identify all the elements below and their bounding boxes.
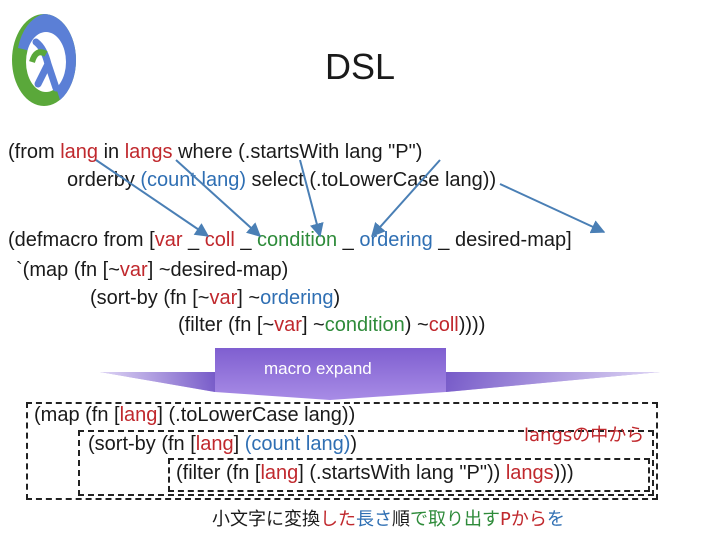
- expanded-line-3: (filter (fn [lang] (.startsWith lang "P"…: [176, 461, 574, 485]
- code-token: coll: [204, 229, 235, 251]
- expanded-line-2: (sort-by (fn [lang] (count lang)): [88, 432, 357, 456]
- code-token: lang: [195, 433, 234, 455]
- code-token: ) ~: [404, 314, 429, 336]
- code-token: `(map (fn [~: [16, 259, 120, 281]
- code-token: (defmacro from [: [8, 229, 155, 251]
- code-token: ] (.toLowerCase lang)): [157, 404, 356, 426]
- code-token: ): [350, 433, 358, 455]
- code-token: condition: [324, 314, 405, 336]
- code-token: ] ~: [237, 287, 261, 309]
- arrow-langs-to-coll: [175, 159, 262, 237]
- code-token: langs: [505, 462, 554, 484]
- code-token: (sort-by (fn [~: [90, 287, 210, 309]
- code-token: select: [246, 169, 310, 191]
- macro-line-4: (filter (fn [~var] ~condition) ~coll)))): [178, 313, 485, 337]
- code-token: ] ~desired-map): [147, 259, 289, 281]
- code-token: 長さ: [356, 509, 392, 530]
- code-token: )))): [458, 314, 486, 336]
- code-token: _ desired-map]: [432, 229, 572, 251]
- clojure-logo-icon: [12, 14, 77, 106]
- code-token: lang: [260, 462, 299, 484]
- code-token: _: [234, 229, 258, 251]
- macro-line-3: (sort-by (fn [~var] ~ordering): [90, 286, 340, 310]
- code-token: _: [337, 229, 360, 251]
- code-token: in: [98, 141, 125, 163]
- expanded-middle-box: [78, 430, 654, 496]
- macro-line-1: (defmacro from [var _ coll _ condition _…: [8, 228, 572, 252]
- code-token: ] (.startsWith lang "P")): [298, 462, 506, 484]
- code-token: (.toLowerCase lang)): [309, 169, 497, 191]
- code-token: Pから: [500, 509, 547, 530]
- code-token: (count lang): [140, 169, 246, 191]
- code-token: ))): [553, 462, 574, 484]
- arrow-select-to-desired: [499, 183, 606, 234]
- code-token: 小文字に変換: [212, 509, 320, 530]
- code-token: ): [333, 287, 341, 309]
- arrow-orderby-to-ordering: [371, 159, 441, 238]
- code-token: var: [119, 259, 148, 281]
- code-token: した: [320, 509, 356, 530]
- code-token: _: [182, 229, 205, 251]
- code-token: (map (fn [: [34, 404, 120, 426]
- code-token: lang: [60, 141, 99, 163]
- code-token: で取り出す: [410, 509, 500, 530]
- code-token: (count lang): [244, 433, 351, 455]
- query-line-1: (from lang in langs where (.startsWith l…: [8, 140, 422, 164]
- code-token: (from: [8, 141, 61, 163]
- code-token: ] ~: [301, 314, 325, 336]
- arrow-where-to-condition: [299, 159, 324, 238]
- annotation-langs-from: langsの中から: [524, 425, 645, 446]
- page-title: DSL: [324, 46, 396, 87]
- code-token: var: [209, 287, 238, 309]
- expanded-line-1: (map (fn [lang] (.toLowerCase lang)): [34, 403, 355, 427]
- expanded-outer-box: [26, 402, 658, 500]
- code-token: ordering: [260, 287, 334, 309]
- code-token: lang: [119, 404, 158, 426]
- code-token: (.startsWith lang "P"): [238, 141, 423, 163]
- code-token: を: [546, 509, 565, 530]
- code-token: coll: [428, 314, 459, 336]
- arrow-lang-to-var: [95, 159, 210, 237]
- macro-expand-label: macro expand: [264, 359, 372, 378]
- code-token: ]: [233, 433, 245, 455]
- code-token: (filter (fn [: [176, 462, 261, 484]
- macro-line-2: `(map (fn [~var] ~desired-map): [16, 258, 288, 282]
- code-token: (sort-by (fn [: [88, 433, 196, 455]
- code-token: 順: [392, 509, 410, 530]
- code-token: var: [154, 229, 183, 251]
- expanded-inner-box: [168, 458, 650, 492]
- annotation-bottom: 小文字に変換した長さ順で取り出すPからを: [212, 505, 565, 531]
- code-token: (filter (fn [~: [178, 314, 275, 336]
- code-token: var: [274, 314, 302, 336]
- code-token: langs: [124, 141, 173, 163]
- code-token: where: [172, 141, 239, 163]
